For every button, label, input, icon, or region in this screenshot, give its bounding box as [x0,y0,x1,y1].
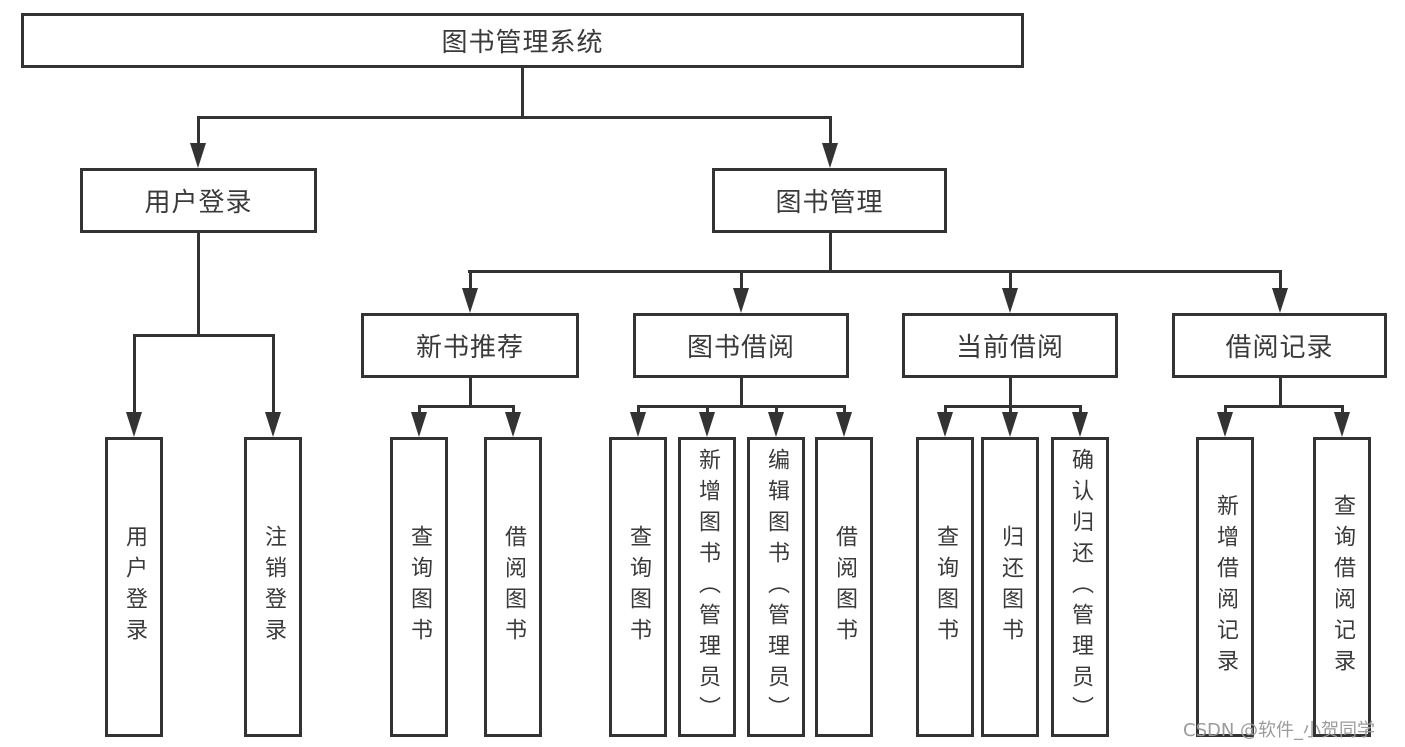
node-current-borrowing: 当前借阅 [902,313,1118,378]
connector-branch-vline [469,270,472,290]
node-label: 图书借阅 [686,333,795,363]
node-label: 编辑图书（管理员） [764,447,789,727]
node-leaf-query-books-borrowing: 查询图书 [609,437,667,737]
arrowhead [699,412,715,437]
node-label: 用户登录 [144,188,253,218]
node-book-management: 图书管理 [712,168,947,233]
node-label: 新书推荐 [415,333,524,363]
connector-records-hline [1224,405,1343,408]
arrowhead [411,412,427,437]
connector-branch-vline [843,405,846,414]
connector-branch-vline [1341,405,1344,414]
node-leaf-query-books-current: 查询图书 [916,437,974,737]
connector-current-hline [944,405,1081,408]
node-book-borrowing: 图书借阅 [633,313,849,378]
node-leaf-add-books-admin: 新增图书（管理员） [678,437,736,737]
connector-branch-vline [637,405,640,414]
connector-root-hline [197,116,832,119]
node-user-login: 用户登录 [80,168,317,233]
node-leaf-query-books-recommend: 查询图书 [390,437,448,737]
arrowhead [768,412,784,437]
arrowhead [836,412,852,437]
node-label: 新增借阅记录 [1213,494,1238,680]
connector-newbook-hline [418,405,515,408]
arrowhead [190,143,206,168]
connector-branch-vline [133,334,136,413]
connector-bookmgmt-hline [468,270,1282,273]
node-leaf-query-borrow-record: 查询借阅记录 [1313,437,1371,737]
connector-userlogin-hline [133,334,275,337]
connector-branch-vline [1079,405,1082,414]
node-leaf-confirm-return-admin: 确认归还（管理员） [1051,437,1109,737]
connector-branch-vline [706,405,709,414]
connector-borrow-hline [637,405,846,408]
connector-branch-vline [197,116,200,146]
node-borrowing-records: 借阅记录 [1172,313,1387,378]
node-label: 查询借阅记录 [1330,494,1355,680]
node-label: 图书管理系统 [441,28,604,58]
connector-branch-vline [418,405,421,414]
node-system-root: 图书管理系统 [21,13,1024,68]
arrowhead [1072,412,1088,437]
node-leaf-logout: 注销登录 [244,437,302,737]
node-leaf-edit-books-admin: 编辑图书（管理员） [747,437,805,737]
node-leaf-add-borrow-record: 新增借阅记录 [1196,437,1254,737]
node-label: 借阅图书 [832,525,857,649]
arrowhead [630,412,646,437]
connector-branch-vline [944,405,947,414]
connector-branch-vline [1224,405,1227,414]
node-label: 用户登录 [122,525,147,649]
connector-root-stem [521,68,524,118]
node-label: 归还图书 [998,525,1023,649]
node-label: 借阅图书 [501,525,526,649]
connector-newbook-stem [469,378,472,407]
connector-userlogin-stem [197,233,200,336]
connector-branch-vline [512,405,515,414]
node-new-book-recommend: 新书推荐 [361,313,579,378]
arrowhead [733,288,749,313]
connector-branch-vline [1279,270,1282,290]
connector-bookmgmt-stem [829,233,832,273]
connector-branch-vline [272,334,275,413]
arrowhead [126,412,142,437]
connector-records-stem [1279,378,1282,407]
connector-branch-vline [829,116,832,146]
connector-branch-vline [1009,405,1012,414]
node-label: 查询图书 [407,525,432,649]
arrowhead [822,143,838,168]
node-leaf-borrow-books: 借阅图书 [815,437,873,737]
connector-branch-vline [775,405,778,414]
arrowhead [265,412,281,437]
connector-branch-vline [740,270,743,290]
node-label: 当前借阅 [955,333,1064,363]
arrowhead [1334,412,1350,437]
node-label: 借阅记录 [1225,333,1334,363]
arrowhead [1002,288,1018,313]
csdn-watermark: CSDN @软件_小贺同学 [1183,720,1376,741]
connector-branch-vline [1009,270,1012,290]
arrowhead [1217,412,1233,437]
node-label: 确认归还（管理员） [1068,447,1093,727]
arrowhead [1002,412,1018,437]
arrowhead [937,412,953,437]
node-leaf-user-login: 用户登录 [105,437,163,737]
node-label: 查询图书 [626,525,651,649]
node-label: 注销登录 [261,525,286,649]
node-label: 查询图书 [933,525,958,649]
node-leaf-borrow-books-recommend: 借阅图书 [484,437,542,737]
connector-borrow-stem [740,378,743,407]
arrowhead [505,412,521,437]
node-label: 图书管理 [775,188,884,218]
connector-current-stem [1009,378,1012,407]
node-label: 新增图书（管理员） [695,447,720,727]
arrowhead [1272,288,1288,313]
node-leaf-return-books: 归还图书 [981,437,1039,737]
arrowhead [462,288,478,313]
